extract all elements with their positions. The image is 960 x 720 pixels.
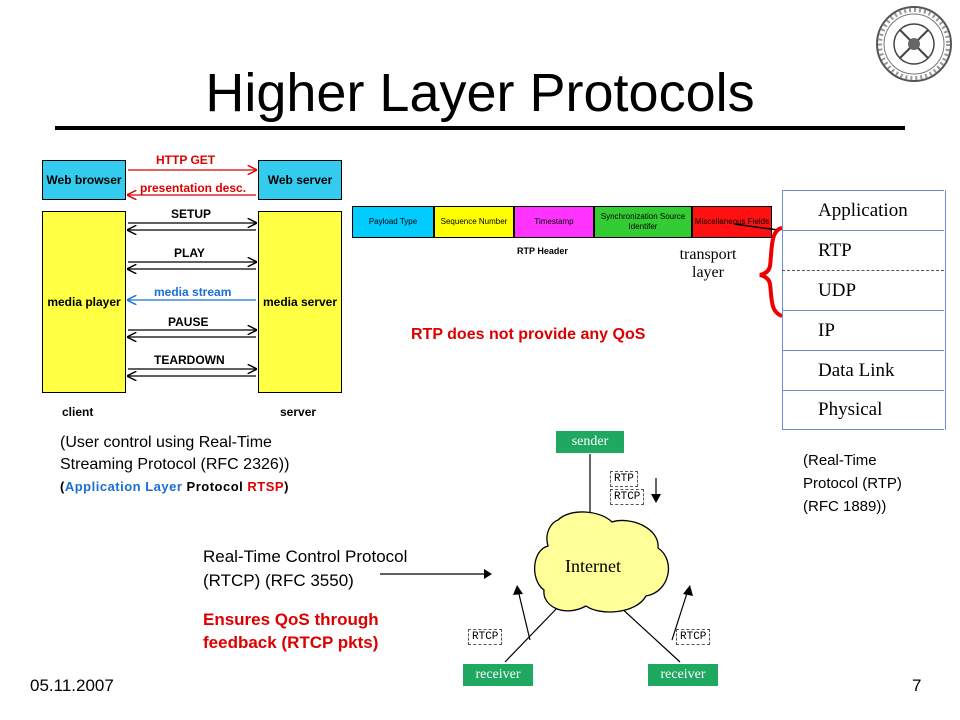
media-player-box: media player (42, 211, 126, 393)
caption-open-paren: ( (60, 479, 65, 494)
rtsp-caption-line2: Streaming Protocol (RFC 2326)) (60, 456, 290, 473)
rtp-header-caption: RTP Header (517, 246, 568, 256)
client-label: client (62, 405, 94, 419)
layer-udp: UDP (782, 270, 944, 310)
institute-seal-icon (876, 6, 952, 82)
teardown-label: TEARDOWN (154, 353, 225, 367)
rtp-caption-line2: Protocol (RTP) (803, 475, 902, 492)
title-underline (55, 126, 905, 130)
rtp-field-ssrc: Synchronization Source Identifer (594, 206, 692, 238)
qos-note: RTP does not provide any QoS (411, 326, 646, 343)
rtp-field-sequence-number: Sequence Number (434, 206, 514, 238)
rtsp-caption-line1: (User control using Real-Time (60, 434, 272, 451)
footer-date: 05.11.2007 (30, 676, 114, 695)
rtcp-tag-left: RTCP (468, 629, 503, 645)
caption-protocol: Protocol (186, 479, 244, 494)
web-server-box: Web server (258, 160, 342, 200)
footer-page-number: 7 (912, 676, 922, 695)
sender-node: sender (556, 431, 624, 453)
rtsp-arrows (126, 150, 258, 390)
server-label: server (280, 405, 317, 419)
rtcp-ensures-line1: Ensures QoS through (203, 610, 379, 629)
slide-title: Higher Layer Protocols (205, 63, 755, 123)
internet-label: Internet (565, 556, 621, 576)
caption-close-paren: ) (284, 479, 289, 494)
caption-rtsp: RTSP (247, 479, 285, 494)
rtcp-pointer-arrow (380, 569, 492, 579)
rtcp-ensures-line2: feedback (RTCP pkts) (203, 633, 379, 652)
transport-brace (733, 223, 783, 318)
media-stream-label: media stream (154, 285, 232, 299)
web-browser-box: Web browser (42, 160, 126, 200)
rtp-caption-line3: (RFC 1889)) (803, 498, 887, 515)
setup-label: SETUP (171, 207, 212, 221)
rtcp-line2: (RTCP) (RFC 3550) (203, 571, 354, 590)
layer-physical: Physical (782, 390, 944, 430)
rtp-field-payload-type: Payload Type (352, 206, 434, 238)
rtcp-line1: Real-Time Control Protocol (203, 547, 408, 566)
rtcp-tag-sender: RTCP (610, 489, 645, 505)
layer-rtp: RTP (782, 230, 944, 270)
rtp-field-timestamp: Timestamp (514, 206, 594, 238)
presentation-desc-label: presentation desc. (140, 181, 247, 195)
network-diagram (504, 454, 693, 663)
layer-application: Application (782, 190, 944, 230)
rtp-field-misc: Miscellaneous Fields (692, 206, 772, 238)
caption-app-layer: Application Layer (64, 479, 183, 494)
pause-label: PAUSE (168, 315, 209, 329)
receiver-left-node: receiver (463, 664, 533, 686)
layer-data-link: Data Link (782, 350, 944, 390)
receiver-right-node: receiver (648, 664, 718, 686)
play-label: PLAY (174, 246, 205, 260)
transport-layer-label: transport layer (679, 246, 737, 281)
layer-ip: IP (782, 310, 944, 350)
rtcp-tag-right: RTCP (676, 629, 711, 645)
media-server-box: media server (258, 211, 342, 393)
http-get-label: HTTP GET (156, 153, 216, 167)
rtp-caption-line1: (Real-Time (803, 452, 877, 469)
rtp-tag: RTP (610, 471, 638, 487)
rtsp-caption-line3: (Application Layer Protocol RTSP) (60, 479, 289, 494)
